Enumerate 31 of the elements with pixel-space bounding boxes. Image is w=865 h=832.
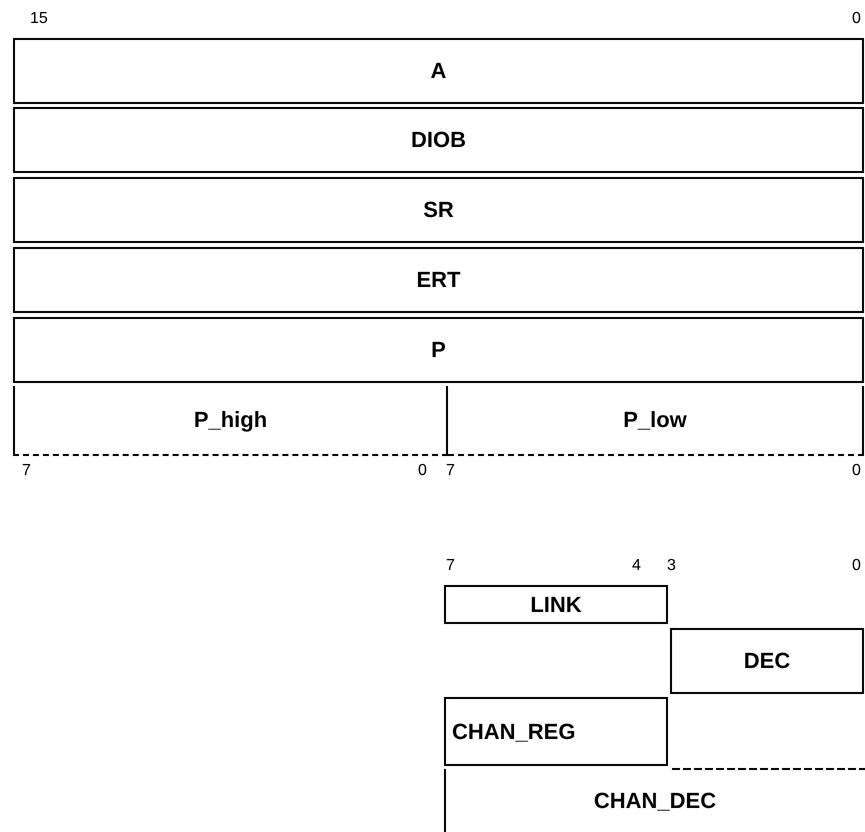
bit-number: 4 <box>632 557 641 575</box>
field-name: P <box>431 337 446 363</box>
register-field <box>13 247 864 313</box>
field-name: DIOB <box>411 127 466 153</box>
register-field <box>13 107 864 173</box>
register-field <box>444 697 668 766</box>
register-field <box>448 386 864 456</box>
register-field <box>670 628 864 694</box>
bit-number: 7 <box>446 462 455 480</box>
bit-number: 15 <box>30 10 48 28</box>
register-field <box>13 177 864 243</box>
register-field <box>13 317 864 383</box>
bit-number: 7 <box>22 462 31 480</box>
field-name: A <box>430 58 446 84</box>
field-name: ERT <box>416 267 460 293</box>
register-field <box>444 585 668 624</box>
bit-number: 0 <box>852 462 861 480</box>
field-name: SR <box>423 197 454 223</box>
bit-number: 3 <box>667 557 676 575</box>
bit-number: 0 <box>418 462 427 480</box>
bit-number: 0 <box>852 10 861 28</box>
field-name: DEC <box>744 648 790 674</box>
register-field <box>13 386 448 456</box>
field-name: P_high <box>194 407 268 433</box>
field-name: CHAN_DEC <box>594 788 716 814</box>
field-name: P_low <box>623 407 687 433</box>
bit-number: 0 <box>852 557 861 575</box>
bit-number: 7 <box>446 557 455 575</box>
field-name: LINK <box>530 592 582 618</box>
field-name: CHAN_REG <box>452 718 576 744</box>
register-field <box>13 38 864 104</box>
